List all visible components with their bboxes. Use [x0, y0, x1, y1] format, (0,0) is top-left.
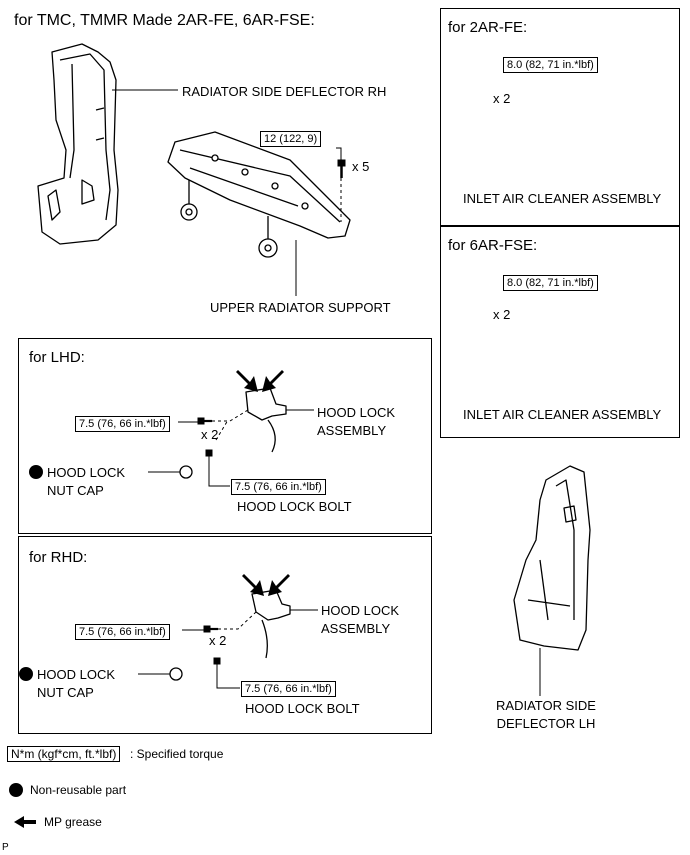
- qty-rhd: x 2: [209, 633, 227, 648]
- qty-lhd: x 2: [201, 427, 219, 442]
- torque-lhd-bolt: 7.5 (76, 66 in.*lbf): [75, 416, 170, 432]
- torque-rhd-lock-bolt: 7.5 (76, 66 in.*lbf): [241, 681, 336, 697]
- panel-lhd: for LHD: 7.5 (76, 66 in.*lbf) x 2 HOOD L…: [18, 338, 432, 534]
- label-upper-support: UPPER RADIATOR SUPPORT: [210, 300, 391, 315]
- legend-grease: MP grease: [44, 815, 102, 829]
- label-lhd-nut-cap-2: NUT CAP: [47, 483, 104, 498]
- bolt-lhd: [197, 417, 212, 425]
- label-lhd-lock-bolt: HOOD LOCK BOLT: [237, 499, 352, 514]
- label-air-cleaner-fe: INLET AIR CLEANER ASSEMBLY: [463, 191, 662, 206]
- label-air-cleaner-fse: INLET AIR CLEANER ASSEMBLY: [463, 407, 662, 422]
- label-rhd-nut-cap-1: HOOD LOCK: [37, 667, 116, 682]
- bolt-rhd: [203, 625, 218, 633]
- page-heading: for TMC, TMMR Made 2AR-FE, 6AR-FSE:: [14, 12, 315, 29]
- legend-torque-desc: : Specified torque: [130, 747, 224, 761]
- legend-grease-arrow-icon: [14, 816, 36, 828]
- label-deflector-lh-1: RADIATOR SIDE: [496, 698, 596, 713]
- radiator-deflector-lh-drawing: [513, 465, 591, 651]
- panel-rhd: for RHD: 7.5 (76, 66 in.*lbf) x 2 HOOD L…: [18, 536, 432, 734]
- lhd-nut-cap-bullet-icon: [29, 465, 43, 479]
- label-deflector-rh: RADIATOR SIDE DEFLECTOR RH: [182, 84, 387, 99]
- qty-support: x 5: [352, 159, 370, 174]
- torque-fse: 8.0 (82, 71 in.*lbf): [503, 275, 598, 291]
- qty-fe: x 2: [493, 91, 511, 106]
- upper-radiator-support-drawing: [167, 131, 351, 258]
- label-rhd-assembly: ASSEMBLY: [321, 621, 391, 636]
- bolt-support: [337, 159, 346, 178]
- label-rhd-nut-cap-2: NUT CAP: [37, 685, 94, 700]
- corner-mark: P: [2, 842, 9, 853]
- hood-lock-lhd-drawing: [179, 387, 287, 479]
- torque-rhd-bolt: 7.5 (76, 66 in.*lbf): [75, 624, 170, 640]
- label-rhd-lock-bolt: HOOD LOCK BOLT: [245, 701, 360, 716]
- legend-bullet-icon: [9, 783, 23, 797]
- legend-non-reusable: Non-reusable part: [30, 783, 127, 797]
- label-lhd-hood-lock: HOOD LOCK: [317, 405, 396, 420]
- panel-6ar-fse: for 6AR-FSE: 8.0 (82, 71 in.*lbf) x 2 IN…: [440, 226, 680, 438]
- panel-fe-title: for 2AR-FE:: [448, 19, 528, 36]
- radiator-deflector-rh-drawing: [37, 43, 119, 245]
- torque-fe: 8.0 (82, 71 in.*lbf): [503, 57, 598, 73]
- label-rhd-hood-lock: HOOD LOCK: [321, 603, 400, 618]
- torque-support: 12 (122, 9): [260, 131, 322, 147]
- label-deflector-lh-2: DEFLECTOR LH: [496, 716, 596, 731]
- label-lhd-nut-cap-1: HOOD LOCK: [47, 465, 126, 480]
- qty-fse: x 2: [493, 307, 511, 322]
- panel-lhd-title: for LHD:: [29, 349, 85, 366]
- label-lhd-assembly: ASSEMBLY: [317, 423, 387, 438]
- panel-2ar-fe: for 2AR-FE: 8.0 (82, 71 in.*lbf) x 2 INL…: [440, 8, 680, 226]
- panel-rhd-title: for RHD:: [29, 549, 88, 566]
- hood-lock-rhd-drawing: [169, 589, 291, 681]
- panel-fse-title: for 6AR-FSE:: [448, 237, 538, 254]
- torque-lhd-lock-bolt: 7.5 (76, 66 in.*lbf): [231, 479, 326, 495]
- rhd-nut-cap-bullet-icon: [19, 667, 33, 681]
- legend-torque-box: N*m (kgf*cm, ft.*lbf): [7, 746, 121, 762]
- grease-arrows: [236, 370, 290, 596]
